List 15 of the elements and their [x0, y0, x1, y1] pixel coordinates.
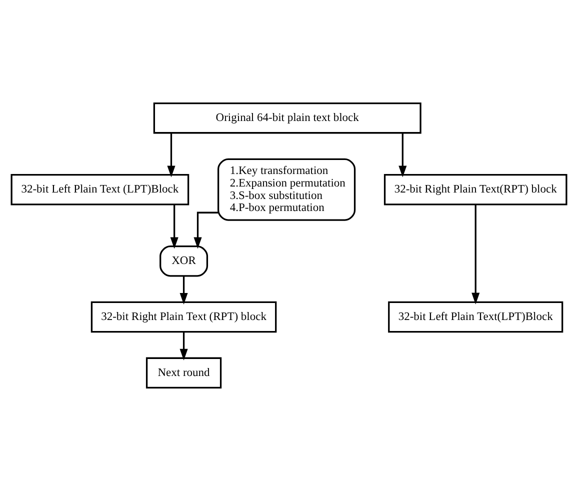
arrow [398, 132, 407, 177]
arrow [472, 204, 480, 304]
node-box: XOR [160, 245, 208, 276]
node-box: 32-bit Right Plain Text (RPT) block [90, 300, 277, 332]
node-box: 32-bit Left Plain Text (LPT)Block [10, 173, 190, 205]
node-box: 32-bit Left Plain Text(LPT)Block [388, 300, 564, 332]
arrow [170, 204, 178, 248]
arrow [180, 332, 188, 360]
arrow [167, 132, 176, 177]
node-box: 32-bit Right Plain Text(RPT) block [384, 173, 568, 205]
node-box: Original 64-bit plain text block [153, 102, 422, 134]
node-box: 1.Key transformation 2.Expansion permutation 3.S-box substitution 4.P-box permutation [217, 158, 356, 220]
arrow [180, 276, 188, 304]
node-box: Next round [146, 356, 222, 388]
arrow [194, 211, 218, 248]
